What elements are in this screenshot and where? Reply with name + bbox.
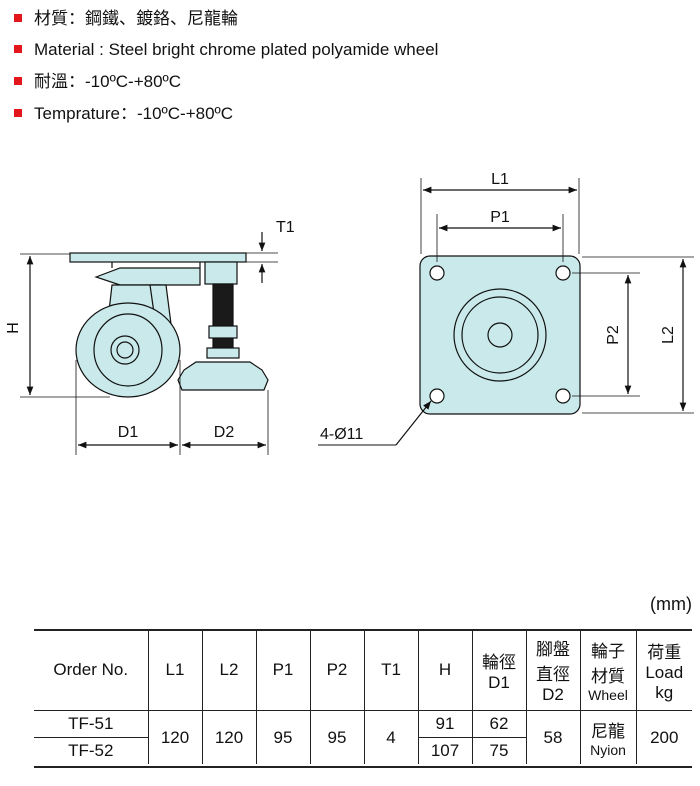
header-wheel: 輪子 材質 Wheel: [579, 630, 636, 711]
dim-label-l1: L1: [491, 171, 509, 188]
bullet-icon: [14, 14, 22, 22]
bullet-icon: [14, 45, 22, 53]
header-h: H: [417, 630, 472, 711]
cell-d1: 62: [471, 710, 526, 738]
cell-l1: 120: [147, 710, 202, 764]
table-header-row: Order No. L1 L2 P1 P2 T1 H 輪徑 D1 腳盤 直徑 D…: [34, 630, 692, 711]
table-row: TF-52 107 75: [34, 737, 692, 764]
table-row: TF-51 120 120 95 95 4 91 62 58 尼龍 Nyion …: [34, 710, 692, 764]
header-load: 荷重 Load kg: [635, 630, 692, 711]
unit-label: (mm): [650, 594, 692, 614]
cell-p1: 95: [255, 710, 310, 764]
cell-t1: 4: [363, 710, 418, 764]
cell-order: TF-52: [68, 741, 114, 760]
cell-d1: 75: [471, 737, 526, 764]
hole-callout: 4-Ø11: [320, 426, 363, 443]
spec-line-temp-en: Temprature：-10ºC-+80ºC: [14, 104, 233, 124]
cell-load: 200: [635, 710, 692, 764]
cell-d2: 58: [525, 710, 580, 764]
dim-label-p2: P2: [605, 325, 622, 345]
bullet-icon: [14, 77, 22, 85]
dim-label-l2: L2: [660, 326, 677, 344]
header-order: Order No.: [34, 630, 148, 711]
technical-drawing: H T1 D1 D2 L1 P1 P2 L2 4-Ø11: [5, 171, 694, 455]
spec-line-temp-zh: 耐溫：-10ºC-+80ºC: [14, 72, 181, 92]
cell-h: 107: [417, 737, 472, 764]
dim-label-h: H: [5, 322, 22, 334]
header-p2: P2: [309, 630, 364, 711]
dim-label-p1: P1: [490, 209, 510, 226]
cell-order: TF-51: [34, 710, 148, 738]
header-p1: P1: [255, 630, 310, 711]
header-l1: L1: [147, 630, 202, 711]
spec-line-material-en: Material : Steel bright chrome plated po…: [14, 40, 438, 60]
cell-wheel: 尼龍 Nyion: [579, 710, 636, 764]
spec-table: Order No. L1 L2 P1 P2 T1 H 輪徑 D1 腳盤 直徑 D…: [34, 630, 692, 764]
header-l2: L2: [201, 630, 256, 711]
dim-label-d2: D2: [214, 424, 235, 441]
bullet-icon: [14, 109, 22, 117]
header-d1: 輪徑 D1: [471, 630, 526, 711]
table-bottom-rule: [34, 766, 692, 768]
cell-l2: 120: [201, 710, 256, 764]
cell-p2: 95: [309, 710, 364, 764]
header-d2: 腳盤 直徑 D2: [525, 630, 580, 711]
dim-label-t1: T1: [276, 219, 295, 236]
dim-label-d1: D1: [118, 424, 139, 441]
cell-h: 91: [417, 710, 472, 738]
spec-line-material-zh: 材質：鋼鐵、鍍鉻、尼龍輪: [14, 9, 238, 29]
header-t1: T1: [363, 630, 418, 711]
